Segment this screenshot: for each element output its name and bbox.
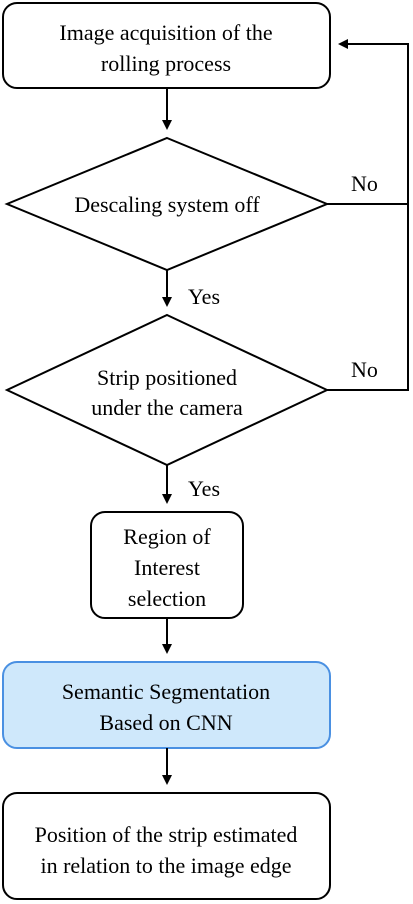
- node-position-box: [2, 792, 331, 900]
- edge-label-descaling-yes: Yes: [188, 284, 220, 309]
- decision-strip-positioned: Strip positioned under the camera: [4, 313, 330, 467]
- node-roi-selection: Region of Interest selection: [90, 511, 244, 619]
- node-roi-line1: Region of: [123, 524, 211, 549]
- node-image-acquisition-line1: Image acquisition of the: [59, 20, 272, 45]
- node-segmentation-line2: Based on CNN: [99, 710, 232, 735]
- node-position-estimated: Position of the strip estimated in relat…: [2, 792, 331, 900]
- node-roi-line3: selection: [128, 586, 206, 611]
- node-segmentation-line1: Semantic Segmentation: [62, 679, 270, 704]
- edge-strip-no-loop: [327, 204, 409, 391]
- decision-descaling-system-off: Descaling system off: [4, 136, 330, 272]
- node-position-line2: in relation to the image edge: [40, 853, 291, 878]
- decision-strip-line2: under the camera: [91, 395, 243, 420]
- node-position-line1: Position of the strip estimated: [35, 822, 298, 847]
- edge-descaling-no-loop: [327, 39, 409, 205]
- node-segmentation-box: [2, 661, 331, 749]
- node-semantic-segmentation: Semantic Segmentation Based on CNN: [2, 661, 331, 749]
- edge-label-strip-yes: Yes: [188, 476, 220, 501]
- decision-descaling-label: Descaling system off: [74, 192, 260, 217]
- decision-strip-line1: Strip positioned: [97, 365, 237, 390]
- node-roi-line2: Interest: [134, 555, 200, 580]
- node-image-acquisition-line2: rolling process: [101, 51, 231, 76]
- edge-label-strip-no: No: [351, 357, 378, 382]
- edge-label-descaling-no: No: [351, 171, 378, 196]
- node-image-acquisition: Image acquisition of the rolling process: [2, 2, 331, 89]
- decision-strip-diamond: [4, 313, 330, 467]
